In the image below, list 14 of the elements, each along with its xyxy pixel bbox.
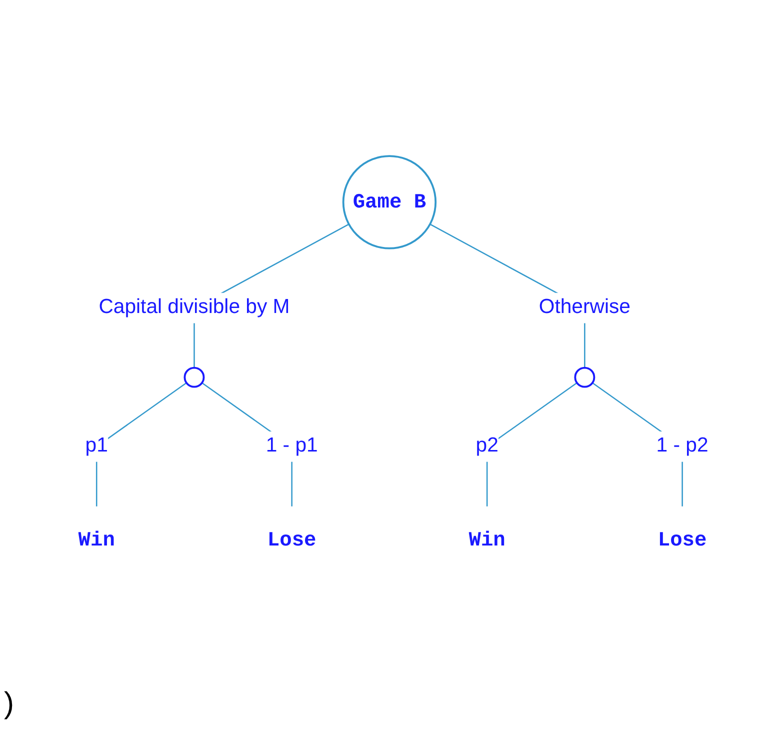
note-text: ) (4, 687, 14, 720)
edge-label: p1 (85, 435, 108, 457)
node-text: Lose (267, 529, 316, 552)
node-text: Win (78, 529, 115, 552)
edge-label: 1 - p2 (656, 435, 708, 457)
node-text: Win (468, 529, 506, 552)
edge-label: Otherwise (538, 296, 630, 318)
edge-label: 1 - p1 (266, 435, 318, 457)
edge-label: Capital divisible by M (98, 296, 290, 318)
node-circle: Game B (342, 155, 437, 250)
node-text: Lose (658, 529, 707, 552)
edge-label: p2 (476, 435, 498, 457)
node-circle (184, 366, 205, 388)
node-circle (574, 366, 596, 388)
